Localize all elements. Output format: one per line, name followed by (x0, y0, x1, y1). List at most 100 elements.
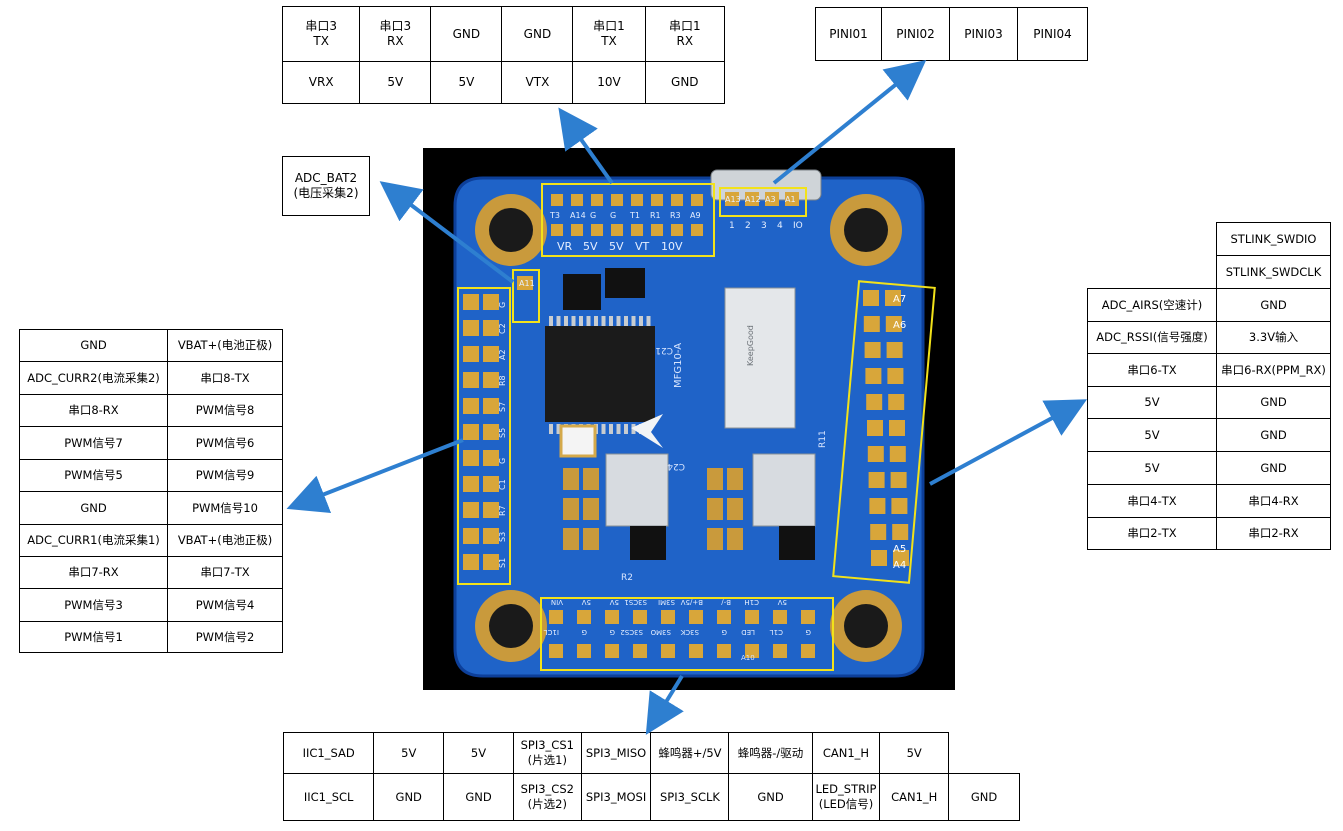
table-cell: PWM信号4 (167, 588, 283, 622)
pad-label: B+/5V (681, 598, 703, 606)
solder-pad (886, 342, 903, 358)
solder-pad (651, 194, 663, 206)
solder-pad (651, 224, 663, 236)
solder-pad (633, 610, 647, 624)
table-cell: GND (1216, 288, 1331, 322)
table-cell: PWM信号8 (167, 394, 283, 427)
mounting-hole (830, 194, 902, 266)
pad-label: R1 (650, 211, 661, 220)
capacitor (727, 468, 743, 490)
top-connector-highlight (541, 183, 715, 257)
solder-pad (661, 644, 675, 658)
table-cell: PWM信号10 (167, 491, 283, 525)
table-cell: CAN1_H (879, 773, 950, 821)
table-cell: GND (728, 773, 813, 821)
solder-pad (517, 276, 533, 290)
table-cell: 蜂鸣器-/驱动 (728, 732, 813, 774)
table-cell: PWM信号9 (167, 459, 283, 492)
table-cell: 串口2-RX (1216, 517, 1331, 550)
solder-pad (577, 644, 591, 658)
capacitor (583, 498, 599, 520)
solder-pad (605, 610, 619, 624)
table-row: ADC_BAT2(电压采集2) (282, 156, 370, 216)
solder-pad (887, 368, 904, 384)
pad-label: S3 (498, 532, 507, 542)
silkscreen-label: R2 (621, 573, 633, 583)
pad-label: 5V (582, 598, 591, 606)
table-cell: STLINK_SWDIO (1216, 222, 1331, 256)
pad-label: B-/ (721, 598, 731, 606)
table-row: ADC_AIRS(空速计)GND (1087, 288, 1331, 322)
solder-pad (889, 420, 905, 436)
pad-label: A1 (785, 195, 796, 204)
table-cell: GND (948, 773, 1020, 821)
solder-pad (463, 294, 479, 310)
solder-pad (483, 320, 499, 336)
solder-pad (890, 472, 907, 488)
table-cell: PWM信号1 (19, 621, 168, 653)
ic-pin (556, 424, 561, 434)
pad-label: G (498, 458, 507, 464)
ic-pin (586, 316, 591, 326)
pad-label: S1 (498, 558, 507, 568)
pad-label: C1H (744, 598, 759, 606)
silkscreen-label: MFG10-A (673, 343, 684, 388)
table-cell: GND (19, 329, 168, 362)
solder-pad (483, 346, 499, 362)
table-cell: ADC_CURR1(电流采集1) (19, 524, 168, 557)
table-cell: VRX (281, 61, 361, 104)
solder-pad (633, 644, 647, 658)
pad-label: 5V (609, 240, 624, 253)
pad-label: 10V (661, 240, 683, 253)
pad-label: S3CS1 (624, 598, 647, 606)
solder-pad (631, 194, 643, 206)
table-row: STLINK_SWDIO (1087, 222, 1331, 256)
ic-pin (601, 316, 606, 326)
table-cell: ADC_BAT2(电压采集2) (282, 156, 370, 216)
pad-label: C2 (498, 323, 507, 334)
pad-label: S3CK (680, 628, 699, 636)
pad-label: C1 (498, 479, 507, 490)
solder-pad (745, 192, 759, 206)
solder-pad (483, 294, 499, 310)
solder-pad (765, 192, 779, 206)
solder-pad (691, 194, 703, 206)
ic-pin (616, 316, 621, 326)
ic-pin (609, 424, 613, 434)
solder-pad (463, 554, 479, 570)
pad-label: I1CL (544, 628, 559, 636)
ic-pin (624, 424, 628, 434)
table-cell: PWM信号6 (167, 426, 283, 460)
solder-pad (868, 472, 885, 488)
right-connector-highlight (832, 280, 936, 584)
solder-pad (725, 192, 739, 206)
pad-label: S3MI (658, 598, 675, 606)
solder-pad (483, 476, 499, 492)
table-cell: STLINK_SWDCLK (1216, 255, 1331, 289)
solder-pad (888, 394, 905, 410)
table-cell: PINI01 (815, 7, 882, 61)
table-cell: 串口4-RX (1216, 484, 1331, 518)
solder-pad (867, 420, 883, 436)
direction-arrow-icon (631, 414, 663, 448)
ic-pin (609, 316, 613, 326)
pad-label: 1 (729, 221, 735, 231)
shielded-module (724, 287, 796, 429)
solder-pad (483, 372, 499, 388)
table-cell: 5V (373, 732, 445, 774)
ic-pin (624, 316, 628, 326)
table-cell (948, 732, 1020, 774)
pad-label: 5V (583, 240, 598, 253)
capacitor (583, 528, 599, 550)
table-cell: SPI3_MOSI (580, 773, 652, 821)
